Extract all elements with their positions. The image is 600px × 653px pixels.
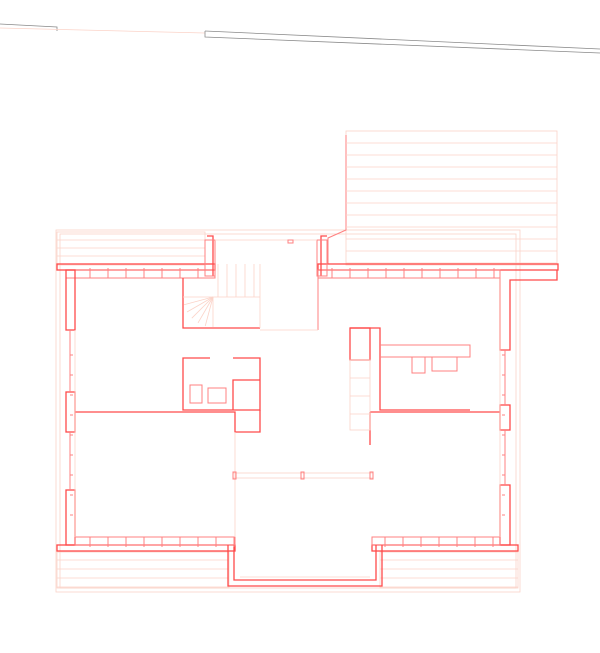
stair-tread [183,296,214,306]
roof-edge [327,135,347,264]
terrain-line [0,27,206,34]
shelving [349,359,371,431]
window-studs [70,268,505,547]
room-divider-right [350,327,470,411]
column [349,327,371,361]
bay-wall [227,545,383,587]
window-detail [287,239,294,244]
railing-post [300,471,305,480]
terrain-line [204,31,600,54]
balcony-bottom [56,551,519,589]
railing [232,472,374,479]
balcony-right [379,551,519,589]
fixture [189,384,203,404]
roof-area-right [327,130,558,266]
wall-stair-left-inner [204,239,216,277]
wall-top-left-inner [65,269,216,279]
roof-outline [345,130,558,266]
stair-treads [183,264,255,327]
roof-area-left [56,231,206,266]
fixture [431,356,458,372]
fixture [207,387,227,404]
railing-post [232,471,237,480]
stair-tread [186,296,214,313]
stair-tread [204,296,214,327]
wall-right [499,270,558,351]
wall-left [65,269,76,331]
wall-top-right-inner [317,269,501,279]
outer-boundary [55,229,521,593]
roof-outline [56,231,206,266]
exterior-walls [56,235,559,587]
boundary-outline [59,233,517,589]
counter [380,344,471,358]
stair-enclosure [182,278,260,329]
terrain-lines [0,23,600,54]
bathroom-walls [182,357,261,411]
fixture [411,356,426,374]
railing-post [369,471,374,480]
wall-left [65,489,76,546]
stair-tread [191,296,214,319]
terrain-line [0,23,58,31]
bay-wall-inner [233,545,377,581]
interior [74,264,501,537]
balcony-left [56,551,230,589]
wall-bottom-left-inner [74,536,236,546]
wall-bottom-left [56,544,236,552]
wall-stair-right-inner [316,239,328,277]
wall-bottom-right [371,544,519,552]
wall-right [499,404,511,431]
room-divider-left [75,410,261,433]
wall-bottom-right-inner [371,536,501,546]
wall-stair-right [320,235,327,276]
boundary-outline [55,229,521,593]
wall-left [65,391,76,433]
wall-stair-left [207,235,214,276]
terrain-line [204,30,600,50]
stair-tread [197,296,214,324]
bathroom-partition [232,379,260,410]
